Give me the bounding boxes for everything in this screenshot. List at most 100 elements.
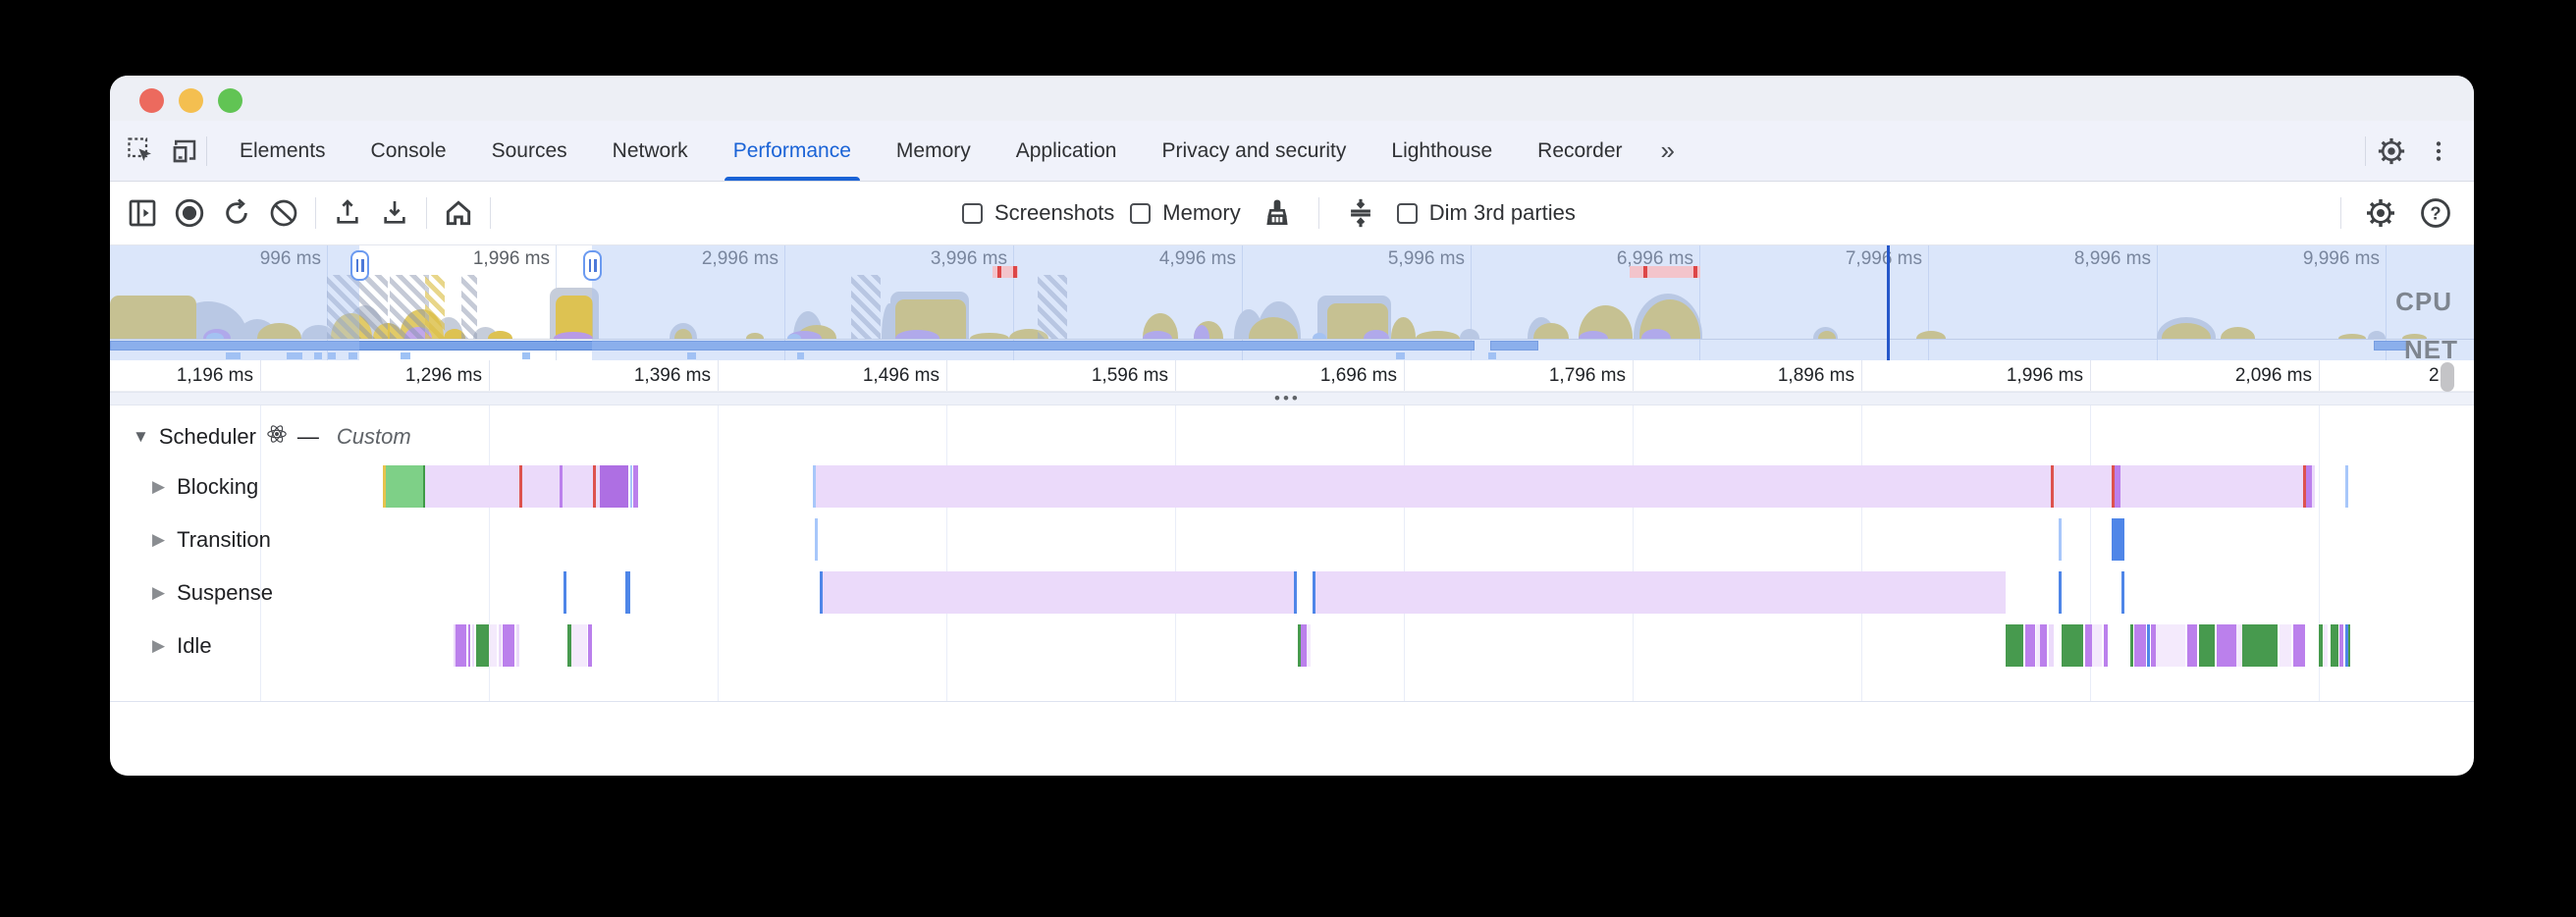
expand-triangle-icon[interactable]: ▶ bbox=[152, 476, 166, 496]
flame-event-bar[interactable] bbox=[2085, 624, 2092, 667]
dim-3rd-parties-checkbox-box[interactable] bbox=[1396, 202, 1418, 224]
flame-chart-track-area[interactable]: ▼Scheduler—Custom ▶Blocking ▶Transition ▶Su… bbox=[110, 405, 2474, 702]
kebab-menu-icon[interactable] bbox=[2417, 130, 2460, 173]
flame-event-bar[interactable] bbox=[425, 465, 519, 508]
help-icon[interactable]: ? bbox=[2415, 192, 2456, 234]
flame-event-bar[interactable] bbox=[2054, 465, 2112, 508]
record-icon[interactable] bbox=[169, 192, 210, 234]
tab-sources[interactable]: Sources bbox=[491, 138, 567, 162]
flame-event-bar[interactable] bbox=[813, 465, 816, 508]
flame-event-bar[interactable] bbox=[2303, 465, 2306, 508]
panel-resize-strip[interactable]: ••• bbox=[110, 389, 2474, 407]
flame-event-bar[interactable] bbox=[1298, 624, 1301, 667]
flame-event-bar[interactable] bbox=[2236, 624, 2242, 667]
flame-event-bar[interactable] bbox=[2115, 465, 2120, 508]
flame-event-bar[interactable] bbox=[633, 465, 638, 508]
flame-event-bar[interactable] bbox=[2040, 624, 2047, 667]
flame-event-bar[interactable] bbox=[2345, 624, 2348, 667]
flame-event-bar[interactable] bbox=[2112, 465, 2115, 508]
flame-event-bar[interactable] bbox=[2092, 624, 2102, 667]
track-row-suspense[interactable]: ▶Suspense bbox=[110, 569, 2474, 616]
track-row-label-suspense[interactable]: ▶Suspense bbox=[152, 569, 273, 616]
flame-event-bar[interactable] bbox=[2051, 465, 2054, 508]
flame-event-bar[interactable] bbox=[2104, 624, 2108, 667]
flame-event-bar[interactable] bbox=[472, 624, 474, 667]
selection-handle-right[interactable] bbox=[583, 250, 602, 281]
save-profile-icon[interactable] bbox=[374, 192, 415, 234]
record-and-reload-icon[interactable] bbox=[216, 192, 257, 234]
capture-settings-gear-icon[interactable] bbox=[2360, 192, 2401, 234]
flame-event-bar[interactable] bbox=[386, 465, 423, 508]
minimize-window-button[interactable] bbox=[179, 88, 203, 113]
screenshots-checkbox[interactable]: Screenshots bbox=[962, 200, 1114, 226]
flame-event-bar[interactable] bbox=[567, 624, 571, 667]
flame-event-bar[interactable] bbox=[2025, 624, 2035, 667]
flame-event-bar[interactable] bbox=[816, 465, 2051, 508]
load-profile-icon[interactable] bbox=[327, 192, 368, 234]
flame-event-bar[interactable] bbox=[2312, 465, 2315, 508]
flame-event-bar[interactable] bbox=[2059, 571, 2062, 614]
tab-lighthouse[interactable]: Lighthouse bbox=[1391, 138, 1493, 162]
track-row-blocking[interactable]: ▶Blocking bbox=[110, 463, 2474, 510]
flame-event-bar[interactable] bbox=[2049, 624, 2054, 667]
flame-event-bar[interactable] bbox=[2331, 624, 2338, 667]
expand-triangle-icon[interactable]: ▶ bbox=[152, 582, 166, 602]
flame-event-bar[interactable] bbox=[820, 571, 823, 614]
flame-event-bar[interactable] bbox=[2324, 624, 2328, 667]
flame-event-bar[interactable] bbox=[476, 624, 489, 667]
tab-privacy-and-security[interactable]: Privacy and security bbox=[1161, 138, 1347, 162]
flame-event-bar[interactable] bbox=[499, 624, 502, 667]
flame-event-bar[interactable] bbox=[2062, 624, 2083, 667]
flame-event-bar[interactable] bbox=[815, 518, 818, 561]
flame-event-bar[interactable] bbox=[2120, 465, 2303, 508]
drag-handle-dots-icon[interactable]: ••• bbox=[1274, 389, 1301, 407]
track-row-transition[interactable]: ▶Transition bbox=[110, 516, 2474, 563]
settings-gear-icon[interactable] bbox=[2370, 130, 2413, 173]
flame-event-bar[interactable] bbox=[454, 624, 456, 667]
flame-event-bar[interactable] bbox=[2293, 624, 2305, 667]
track-header-scheduler[interactable]: ▼Scheduler—Custom bbox=[133, 423, 411, 451]
tab-recorder[interactable]: Recorder bbox=[1537, 138, 1623, 162]
vertical-scrollbar-thumb[interactable] bbox=[2441, 362, 2454, 392]
flame-event-bar[interactable] bbox=[2339, 624, 2343, 667]
flame-event-bar[interactable] bbox=[2280, 624, 2291, 667]
flame-event-bar[interactable] bbox=[596, 465, 600, 508]
toggle-sidebar-icon[interactable] bbox=[122, 192, 163, 234]
flame-event-bar[interactable] bbox=[625, 571, 630, 614]
track-row-label-idle[interactable]: ▶Idle bbox=[152, 622, 212, 669]
flame-event-bar[interactable] bbox=[468, 624, 470, 667]
more-tabs-chevron-icon[interactable]: » bbox=[1660, 135, 1675, 165]
flame-event-bar[interactable] bbox=[1294, 571, 1297, 614]
flame-event-bar[interactable] bbox=[2036, 624, 2040, 667]
flame-event-bar[interactable] bbox=[593, 465, 596, 508]
flame-event-bar[interactable] bbox=[2319, 624, 2323, 667]
flame-event-bar[interactable] bbox=[2112, 518, 2124, 561]
flame-event-bar[interactable] bbox=[2151, 624, 2156, 667]
inspect-element-icon[interactable] bbox=[120, 130, 163, 173]
flame-event-bar[interactable] bbox=[2187, 624, 2197, 667]
tab-memory[interactable]: Memory bbox=[895, 138, 971, 162]
flame-event-bar[interactable] bbox=[2217, 624, 2236, 667]
flame-event-bar[interactable] bbox=[423, 465, 425, 508]
memory-checkbox[interactable]: Memory bbox=[1130, 200, 1241, 226]
flame-event-bar[interactable] bbox=[383, 465, 386, 508]
flame-event-bar[interactable] bbox=[563, 465, 593, 508]
expand-triangle-icon[interactable]: ▶ bbox=[152, 635, 166, 655]
flame-event-bar[interactable] bbox=[1301, 624, 1307, 667]
dim-3rd-parties-checkbox[interactable]: Dim 3rd parties bbox=[1396, 200, 1576, 226]
expand-triangle-icon[interactable]: ▶ bbox=[152, 529, 166, 549]
selection-handle-left[interactable] bbox=[350, 250, 369, 281]
flame-event-bar[interactable] bbox=[823, 571, 1294, 614]
flame-event-bar[interactable] bbox=[2348, 624, 2350, 667]
flame-event-bar[interactable] bbox=[2147, 624, 2150, 667]
flame-event-bar[interactable] bbox=[2059, 518, 2062, 561]
tab-console[interactable]: Console bbox=[370, 138, 447, 162]
flame-event-bar[interactable] bbox=[2134, 624, 2146, 667]
flame-event-bar[interactable] bbox=[503, 624, 514, 667]
track-row-label-transition[interactable]: ▶Transition bbox=[152, 516, 271, 563]
collapse-triangle-icon[interactable]: ▼ bbox=[133, 427, 149, 446]
flame-event-bar[interactable] bbox=[1315, 571, 2006, 614]
flame-event-bar[interactable] bbox=[2121, 571, 2124, 614]
clear-icon[interactable] bbox=[263, 192, 304, 234]
